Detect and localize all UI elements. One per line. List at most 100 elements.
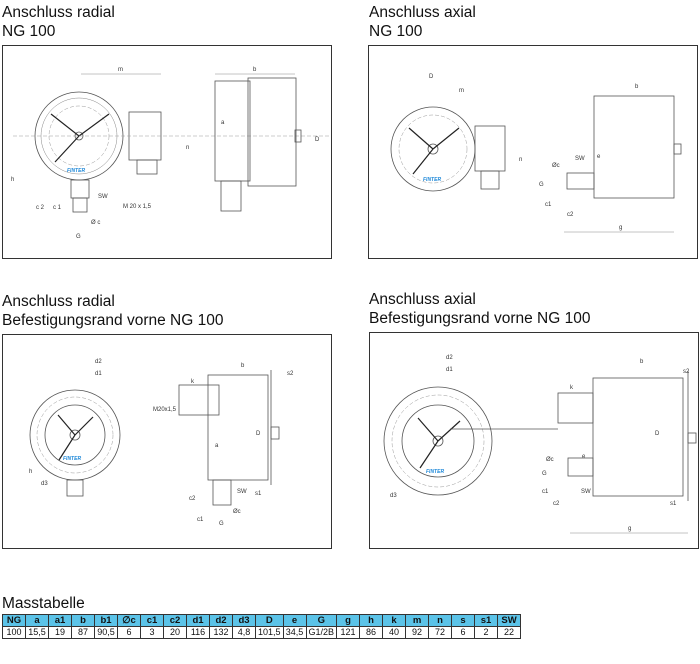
table-cell: 40 (382, 626, 407, 639)
column-header: d2 (209, 614, 233, 627)
table-cell: G1/2B (305, 626, 338, 639)
column-header: b1 (94, 614, 118, 627)
dim-s2: s2 (683, 369, 690, 375)
column-header: s (451, 614, 476, 627)
table-cell: 100 (2, 626, 26, 639)
title-line: Anschluss radial (2, 293, 115, 310)
title-line: Anschluss radial (2, 4, 115, 21)
panel-1-title: Anschluss radial NG 100 (2, 3, 115, 41)
dim-n: n (186, 145, 189, 151)
dim-d2: d2 (95, 359, 102, 365)
dim-e: e (582, 454, 586, 460)
table-cell: 6 (451, 626, 476, 639)
column-header: n (428, 614, 453, 627)
table-cell: 121 (336, 626, 361, 639)
dim-d3: d3 (41, 481, 48, 487)
drawing-radial-front-flange: FINTER d2 d1 b s2 k M20x1,5 D a h d3 SW … (2, 334, 332, 549)
column-header: c2 (163, 614, 187, 627)
dim-D: D (655, 431, 660, 437)
dim-h: h (29, 469, 32, 475)
table-cell: 4,8 (232, 626, 256, 639)
title-line: Befestigungsrand vorne NG 100 (2, 312, 224, 329)
dim-c2: c 2 (36, 205, 45, 211)
gauge-side-view (214, 77, 302, 212)
column-header: s1 (474, 614, 499, 627)
dim-a: a (215, 443, 219, 449)
dim-b: b (253, 67, 257, 73)
dim-thread: M 20 x 1,5 (123, 204, 152, 210)
column-header: b (71, 614, 95, 627)
dim-d1: d1 (446, 367, 453, 373)
dim-g: g (619, 225, 622, 231)
table-cell: 132 (209, 626, 233, 639)
table-cell: 20 (163, 626, 187, 639)
dim-G: G (219, 521, 224, 527)
dim-c1: c1 (197, 517, 204, 523)
column-header: m (405, 614, 430, 627)
dim-d1: d1 (95, 371, 102, 377)
title-line: NG 100 (2, 23, 56, 40)
gauge-side-view (178, 370, 280, 506)
dim-c2: c2 (567, 212, 574, 218)
column-header: h (359, 614, 384, 627)
logo: FINTER (67, 168, 85, 174)
dim-c2: c2 (553, 501, 560, 507)
table-cell: 72 (428, 626, 453, 639)
column-header: G (305, 614, 338, 627)
dim-n: n (519, 157, 522, 163)
title-line: Anschluss axial (369, 4, 476, 21)
dim-h: h (11, 177, 14, 183)
dim-thread: M20x1,5 (153, 407, 177, 413)
dim-SW: SW (581, 489, 591, 495)
table-cell: 87 (71, 626, 95, 639)
drawing-axial-front-flange: FINTER d2 d1 b s2 k D e Øc G c1 c2 SW s1… (369, 332, 699, 549)
logo: FINTER (426, 469, 444, 475)
table-cell: 90,5 (94, 626, 118, 639)
table-cell: 6 (117, 626, 141, 639)
dim-D: D (315, 137, 320, 143)
dim-dc: Øc (552, 163, 560, 169)
dim-dc: Øc (546, 457, 554, 463)
table-cell: 19 (48, 626, 72, 639)
dim-a: a (221, 120, 225, 126)
table-cell: 22 (497, 626, 522, 639)
dim-c1: c1 (542, 489, 549, 495)
dim-c1: c1 (545, 202, 552, 208)
dim-b: b (635, 84, 639, 90)
gauge-front-view: FINTER (13, 91, 331, 213)
dim-s1: s1 (255, 491, 262, 497)
column-header: g (336, 614, 361, 627)
table-cell: 92 (405, 626, 430, 639)
gauge-front-view: FINTER (29, 389, 121, 497)
dim-d3: d3 (390, 493, 397, 499)
gauge-side-view (566, 95, 682, 199)
title-line: Befestigungsrand vorne NG 100 (369, 310, 591, 327)
gauge-front-view: FINTER (383, 386, 493, 496)
table-cell: 34,5 (282, 626, 307, 639)
gauge-front-view: FINTER (390, 106, 506, 192)
column-header: e (282, 614, 307, 627)
column-header: a1 (48, 614, 72, 627)
column-header: c1 (140, 614, 164, 627)
dim-d2: d2 (446, 355, 453, 361)
title-line: Anschluss axial (369, 291, 476, 308)
column-header: d1 (186, 614, 210, 627)
logo: FINTER (63, 456, 81, 462)
dim-SW: SW (575, 156, 585, 162)
table-cell: 86 (359, 626, 384, 639)
drawing-axial: FINTER D m n b Øc SW e G c1 c2 g (368, 45, 698, 259)
table-cell: 2 (474, 626, 499, 639)
column-header: k (382, 614, 407, 627)
table-cell: 116 (186, 626, 210, 639)
dim-c1: c 1 (53, 205, 62, 211)
drawing-radial: FINTER m b a n D h c 2 c 1 SW M 20 x 1,5… (2, 45, 332, 259)
logo: FINTER (423, 177, 441, 183)
dim-c2: c2 (189, 496, 196, 502)
dim-m: m (459, 88, 464, 94)
dim-k: k (191, 379, 195, 385)
dim-s2: s2 (287, 371, 294, 377)
